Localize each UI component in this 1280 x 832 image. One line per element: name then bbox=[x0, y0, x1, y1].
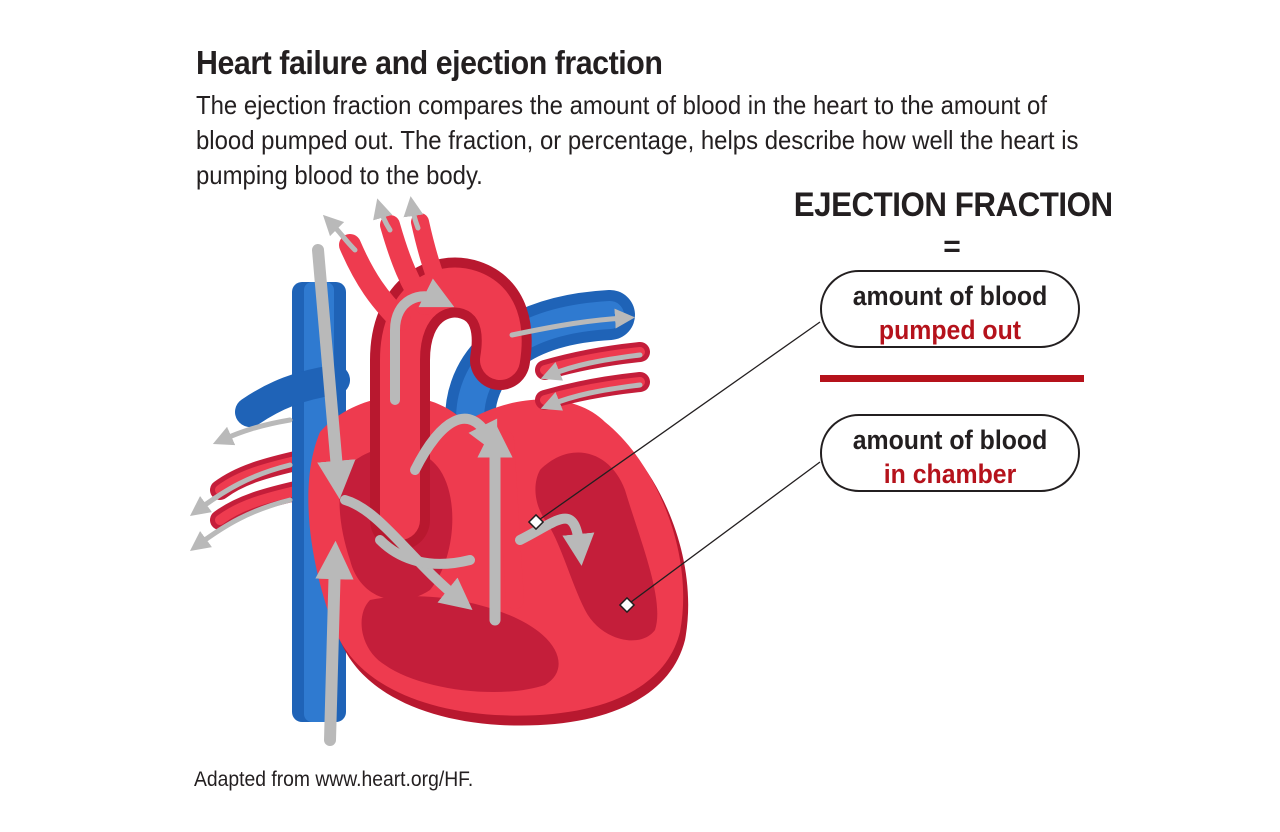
denominator-box: amount of blood in chamber bbox=[820, 414, 1080, 492]
blood-flow-arrows bbox=[189, 196, 643, 746]
denominator-line2: in chamber bbox=[883, 459, 1017, 489]
denominator-line1: amount of blood bbox=[852, 425, 1048, 455]
fraction-bar bbox=[820, 375, 1084, 382]
numerator-line1: amount of blood bbox=[852, 281, 1048, 311]
source-credit: Adapted from www.heart.org/HF. bbox=[194, 768, 474, 791]
intro-paragraph: The ejection fraction compares the amoun… bbox=[196, 90, 1079, 190]
numerator-line2: pumped out bbox=[878, 315, 1022, 345]
aorta bbox=[339, 213, 532, 550]
equals-sign: = bbox=[943, 230, 961, 263]
left-pulmonary-vessels bbox=[210, 450, 310, 530]
numerator-box: amount of blood pumped out bbox=[820, 270, 1080, 348]
diagram-title: Heart failure and ejection fraction bbox=[196, 44, 663, 81]
leader-lines bbox=[527, 321, 821, 614]
formula-heading: EJECTION FRACTION bbox=[793, 186, 1113, 224]
